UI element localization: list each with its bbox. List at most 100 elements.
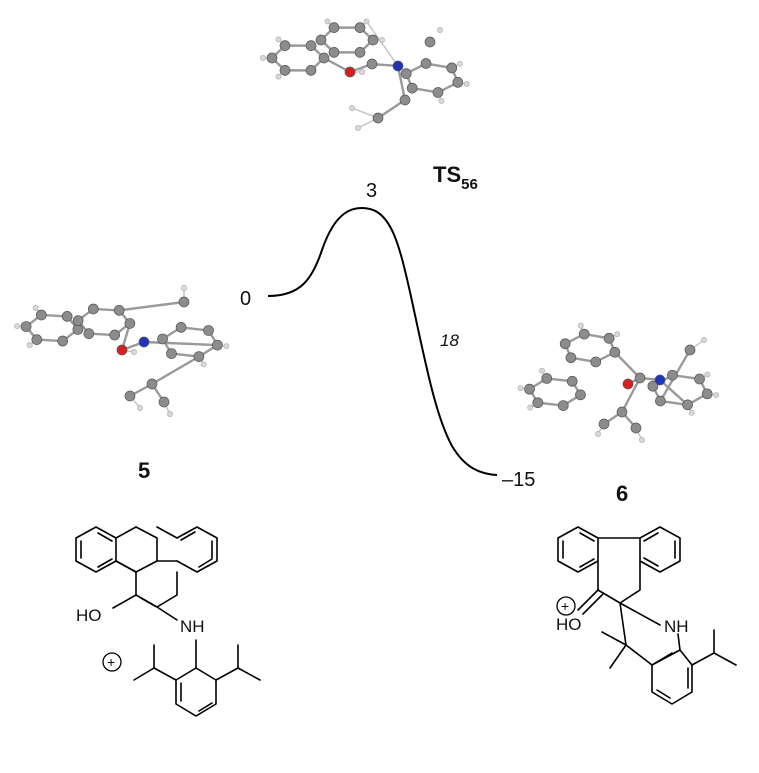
model-carbon-atom [113, 305, 125, 316]
model-hydrogen-atom [363, 18, 370, 25]
model-hydrogen-atom [275, 36, 282, 43]
model-carbon-atom [87, 303, 99, 315]
product-label: 6 [616, 481, 628, 506]
model-carbon-atom [566, 375, 578, 387]
model-nitrogen-atom [654, 374, 666, 386]
model-bond [396, 64, 407, 102]
model-carbon-atom [684, 344, 696, 356]
model-carbon-atom [354, 22, 366, 33]
model-carbon-atom [541, 373, 553, 384]
model-bond [117, 300, 186, 312]
model-oxygen-atom [622, 378, 634, 390]
model-nitrogen-atom [138, 336, 150, 348]
model-carbon-atom [20, 321, 32, 332]
model-bond [620, 376, 642, 414]
model-carbon-atom [305, 40, 317, 51]
reactant-label: 5 [138, 458, 150, 483]
model-carbon-atom [630, 422, 642, 434]
model-carbon-atom [420, 58, 432, 69]
model-carbon-atom [424, 36, 436, 48]
model-carbon-atom [328, 47, 340, 58]
model-bond [376, 98, 407, 120]
model-hydrogen-atom [577, 322, 584, 329]
model-hydrogen-atom [275, 73, 282, 80]
model-oxygen-atom [116, 344, 128, 356]
model-carbon-atom [279, 65, 291, 76]
product-charge-label: + [561, 598, 569, 614]
model-carbon-atom [446, 62, 458, 74]
model-hydrogen-atom [167, 411, 173, 417]
reactant-3d-model [14, 285, 230, 417]
model-carbon-atom [315, 34, 327, 46]
model-carbon-atom [212, 339, 223, 351]
model-hydrogen-atom [223, 343, 230, 350]
model-carbon-atom [266, 52, 278, 64]
model-hydrogen-atom [200, 361, 207, 368]
model-carbon-atom [565, 352, 577, 364]
model-carbon-atom [667, 369, 678, 381]
model-hydrogen-atom [527, 404, 534, 411]
model-nitrogen-atom [392, 60, 404, 72]
model-carbon-atom [406, 82, 418, 94]
model-oxygen-atom [344, 66, 356, 78]
model-hydrogen-atom [437, 27, 443, 33]
model-carbon-atom [647, 380, 659, 392]
model-carbon-atom [694, 373, 705, 385]
model-carbon-atom [655, 395, 666, 407]
model-hydrogen-atom [32, 305, 39, 311]
energy-profile-curve [267, 207, 498, 476]
model-carbon-atom [634, 372, 646, 384]
model-carbon-atom [609, 346, 621, 358]
model-carbon-atom [157, 333, 168, 345]
model-carbon-atom [72, 315, 84, 326]
model-hydrogen-atom [456, 60, 463, 67]
model-carbon-atom [61, 311, 73, 322]
model-carbon-atom [158, 396, 170, 408]
model-hydrogen-atom [713, 392, 719, 399]
model-carbon-atom [603, 332, 615, 344]
model-hydrogen-atom [355, 125, 361, 131]
ts-label: TS56 [433, 162, 478, 193]
model-hydrogen-atom [438, 97, 445, 104]
ts-label-main: TS [433, 162, 461, 187]
model-carbon-atom [524, 383, 535, 395]
model-carbon-atom [578, 328, 590, 340]
model-hydrogen-atom [688, 409, 695, 416]
model-bond [365, 20, 399, 67]
model-hydrogen-atom [639, 437, 645, 443]
product-energy-label: –15 [502, 469, 535, 491]
model-carbon-atom [366, 58, 378, 70]
model-carbon-atom [452, 77, 464, 88]
model-carbon-atom [682, 399, 693, 411]
model-carbon-atom [557, 400, 569, 411]
model-hydrogen-atom [349, 105, 355, 111]
model-hydrogen-atom [324, 18, 331, 25]
reactant-energy-label: 0 [240, 288, 251, 310]
model-carbon-atom [598, 418, 610, 430]
model-carbon-atom [367, 34, 379, 46]
model-carbon-atom [57, 335, 69, 347]
model-hydrogen-atom [614, 331, 621, 338]
model-hydrogen-atom [131, 349, 137, 355]
model-hydrogen-atom [26, 342, 33, 349]
model-carbon-atom [590, 356, 602, 368]
model-hydrogen-atom [359, 69, 365, 75]
model-carbon-atom [31, 334, 43, 345]
model-carbon-atom [318, 52, 330, 64]
ts-label-subscript: 56 [461, 176, 478, 193]
model-hydrogen-atom [181, 285, 187, 291]
model-carbon-atom [328, 22, 340, 33]
reactant-oh-label: HO [76, 606, 102, 625]
product-2d-structure: + HO NH [556, 526, 737, 705]
model-hydrogen-atom [701, 337, 707, 343]
ts-3d-model [260, 18, 470, 131]
model-hydrogen-atom [14, 323, 21, 330]
model-carbon-atom [175, 322, 187, 333]
model-carbon-atom [109, 329, 121, 341]
model-hydrogen-atom [517, 385, 524, 392]
model-hydrogen-atom [463, 80, 470, 87]
model-carbon-atom [72, 324, 84, 335]
model-carbon-atom [559, 338, 571, 350]
model-hydrogen-atom [595, 431, 601, 437]
